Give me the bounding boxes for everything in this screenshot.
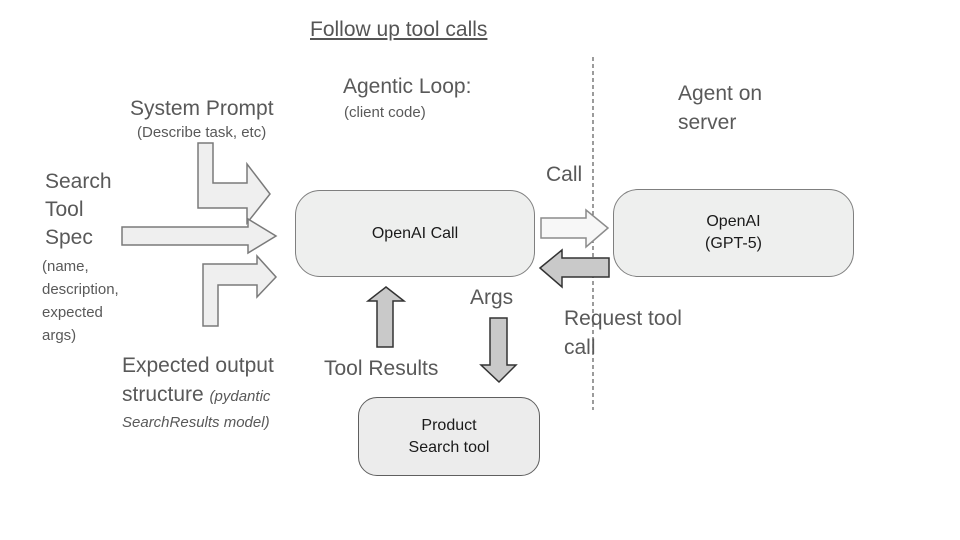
expected-output-note: (pydantic SearchResults model) [122,388,275,431]
product-search-tool-node-line1: Product [421,416,477,434]
search-tool-spec-label: Search Tool Spec [45,170,118,249]
search-tool-spec-arrow [121,217,278,255]
call-arrow [540,208,610,249]
diagram-title: Follow up tool calls [310,18,488,41]
request-tool-call-arrow [538,248,610,289]
openai-call-node: OpenAI Call [295,190,535,277]
agentic-loop-heading: Agentic Loop: [343,75,472,98]
system-prompt-note: (Describe task, etc) [137,124,267,141]
openai-gpt5-node: OpenAI (GPT-5) [613,189,854,277]
system-prompt-bent-arrow [197,142,271,226]
product-search-tool-node: Product Search tool [358,397,540,476]
args-arrow [479,317,518,384]
expected-output-label: Expected output structure (pydantic Sear… [122,352,327,436]
args-edge-label: Args [470,286,514,309]
system-prompt-label: System Prompt [130,97,274,120]
agentic-loop-subheading: (client code) [344,104,426,121]
search-tool-spec-note: (name, description, expected args) [42,258,123,344]
product-search-tool-node-line2: Search tool [408,438,490,456]
openai-gpt5-node-line2: (GPT-5) [705,235,762,252]
expected-output-label-text: Expected output structure [122,354,280,406]
openai-call-node-label: OpenAI Call [371,224,459,242]
tool-results-edge-label: Tool Results [324,357,439,380]
openai-gpt5-node-line1: OpenAI [706,213,761,230]
request-tool-call-edge-label: Request tool call [564,307,688,359]
agent-on-server-heading: Agent on server [678,82,768,134]
expected-output-bent-arrow [202,254,278,327]
call-edge-label: Call [546,163,583,186]
tool-results-arrow [365,286,407,348]
